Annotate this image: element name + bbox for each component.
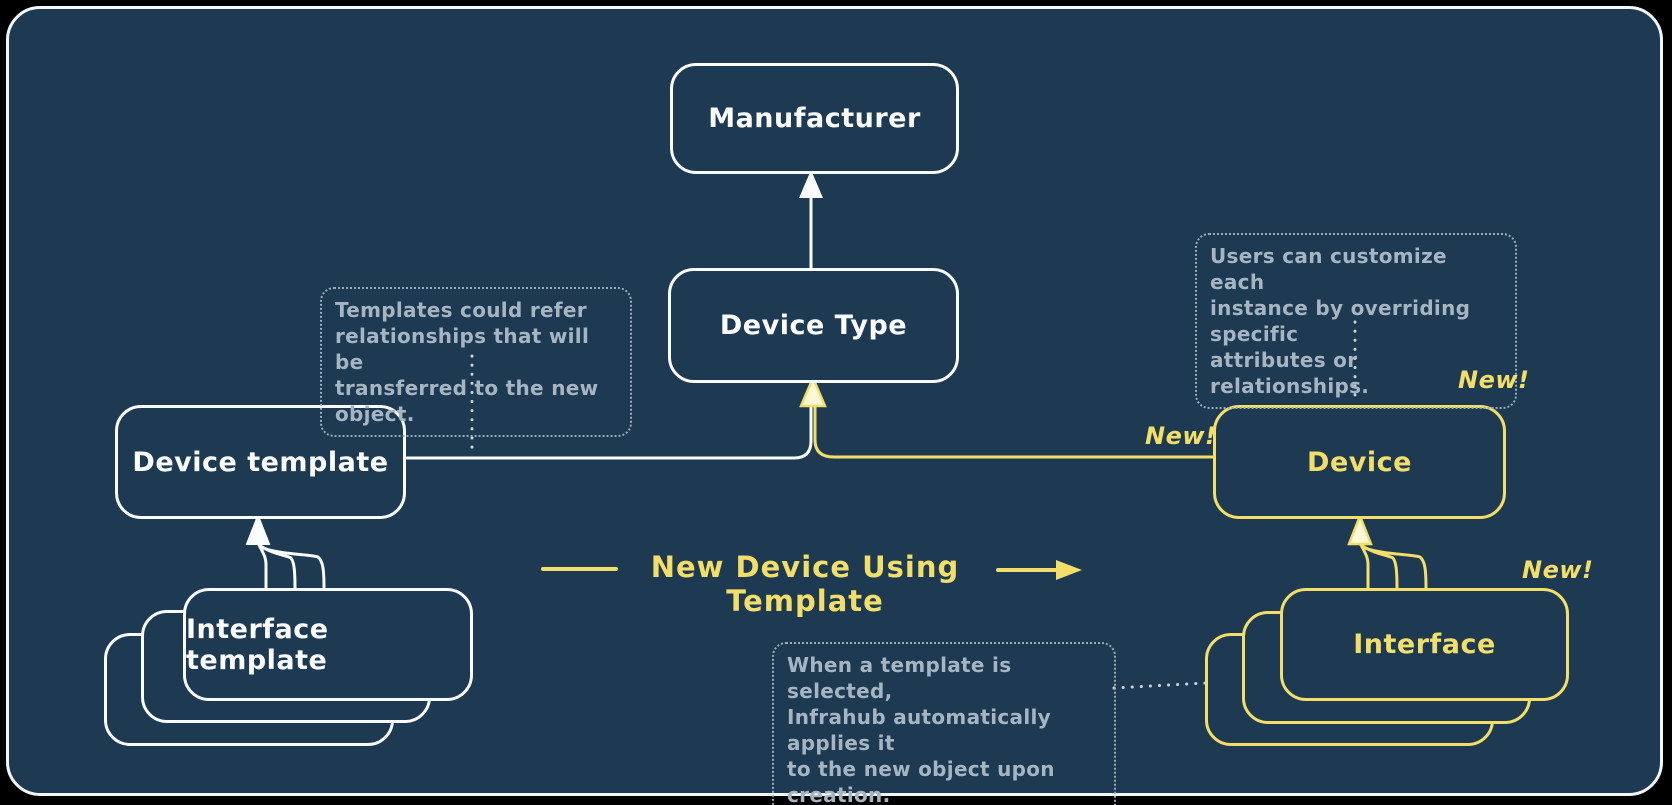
arrow-devicetype-to-manufacturer [799,170,823,270]
node-device-template: Device template [115,405,406,519]
annotation-leader-lines [470,320,1357,690]
node-interface-template: Interface template [183,588,473,701]
node-manufacturer-label: Manufacturer [708,103,921,134]
note-users-customize: Users can customize each instance by ove… [1195,233,1517,409]
arrowhead-into-devicetype [799,374,827,408]
leader-apply-note [1112,681,1208,690]
node-interface-template-label: Interface template [186,613,329,676]
note-templates-relationships: Templates could refer relationships that… [320,287,632,437]
flow-arrow [541,560,1082,580]
node-manufacturer: Manufacturer [670,63,959,174]
crowsfoot-interfacetemplate-to-devicetemplate [256,540,326,590]
node-device-type-label: Device Type [719,310,908,341]
note-template-applied: When a template is selected, Infrahub au… [772,642,1116,805]
crowsfoot-interface-to-device [1358,540,1428,590]
node-device-type: Device Type [668,268,959,383]
node-device: Device [1213,405,1506,519]
connector-device-to-devicetype [813,400,1215,459]
arrowhead-into-devicetemplate [245,513,271,545]
node-device-label: Device [1307,446,1412,478]
flow-arrow-label: New Device Using Template [650,550,960,618]
badge-new-interface-corner: New! [1522,556,1594,584]
badge-new-device-corner: New! [1458,366,1530,394]
node-interface: Interface [1280,588,1569,701]
connector-devicetemplate-to-devicetype [398,400,813,460]
node-device-template-label: Device template [132,446,389,478]
arrowhead-into-device [1347,512,1373,546]
badge-new-device-line: New! [1145,422,1217,450]
node-interface-label: Interface [1353,629,1496,660]
